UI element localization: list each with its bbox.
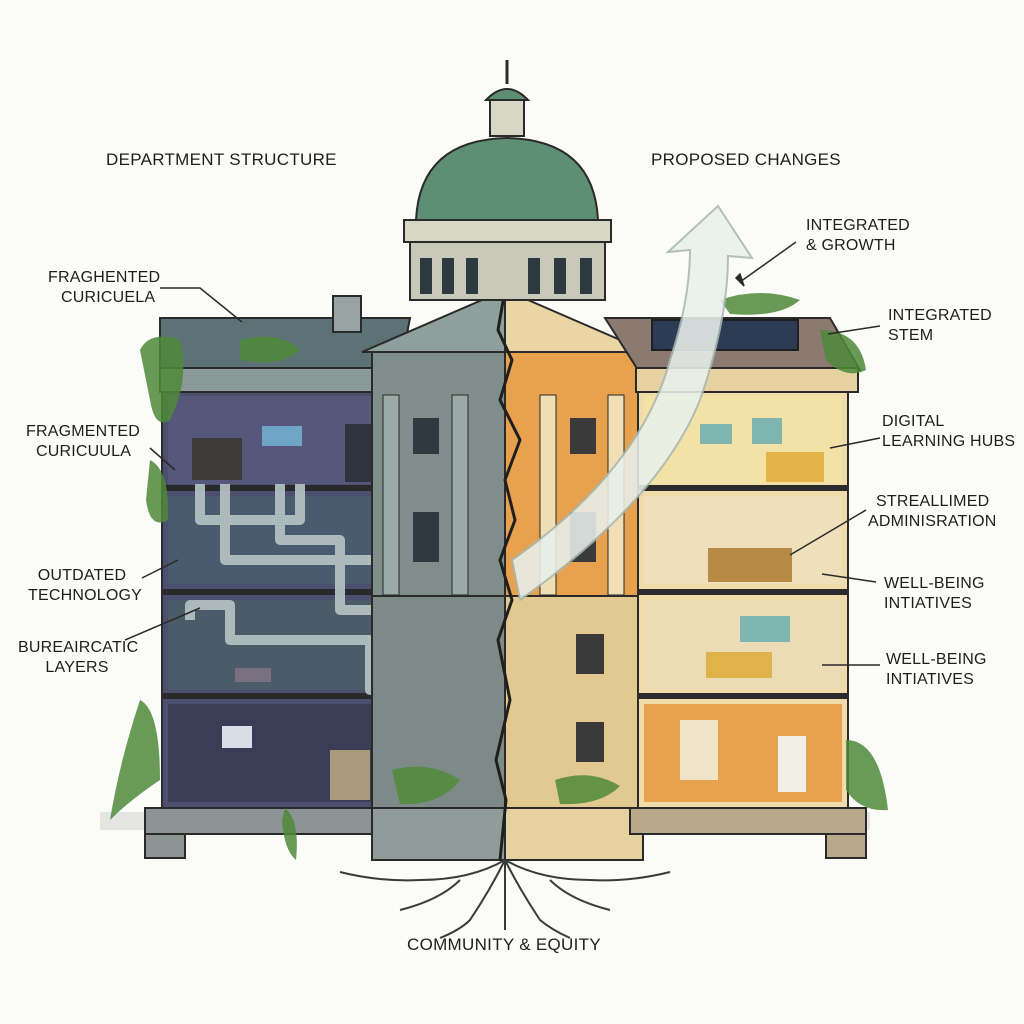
lantern-cap xyxy=(483,88,531,101)
label-line: DIGITAL xyxy=(882,413,945,430)
old-wing-cornice xyxy=(159,367,381,393)
label-line: & GROWTH xyxy=(806,237,896,254)
label-line: CURICUELA xyxy=(61,289,156,306)
label-wellbeing-initiatives-1: WELL-BEING INTIATIVES xyxy=(884,574,985,614)
old-base xyxy=(144,807,386,835)
new-fridge xyxy=(778,736,806,792)
label-line: WELL-BEING xyxy=(886,651,987,668)
new-counter xyxy=(766,452,824,482)
old-foot xyxy=(144,833,186,859)
old-chimney xyxy=(332,295,362,333)
dome-cupola xyxy=(414,136,600,221)
old-center-window-2 xyxy=(413,512,439,562)
solar-panels xyxy=(651,319,799,351)
new-center-base xyxy=(504,807,644,861)
label-line: FRAGHENTED xyxy=(48,269,161,286)
label-line: TECHNOLOGY xyxy=(28,587,143,604)
leader-wellbeing-1 xyxy=(821,573,877,583)
leader-digital xyxy=(829,437,881,449)
old-cabinets xyxy=(330,750,370,800)
old-bookshelf xyxy=(192,438,242,480)
leader-growth xyxy=(739,241,797,283)
new-center-window-1 xyxy=(570,418,596,454)
leader-frag xyxy=(149,447,176,471)
new-desk-2 xyxy=(708,548,792,582)
old-screen xyxy=(262,426,302,446)
label-line: LAYERS xyxy=(45,659,109,676)
heading-department-structure: DEPARTMENT STRUCTURE xyxy=(106,150,337,169)
new-center-window-4 xyxy=(576,722,604,762)
label-digital-learning-hubs: DIGITAL LEARNING HUBS xyxy=(882,412,1015,452)
label-line: INTEGRATED xyxy=(806,217,910,234)
label-integrated-stem: INTEGRATED STEM xyxy=(888,306,992,346)
leader-stem xyxy=(827,325,881,335)
leader-outdated xyxy=(141,559,179,579)
old-column-1 xyxy=(382,394,400,596)
new-floor-4 xyxy=(644,704,842,802)
leader-fragh xyxy=(160,287,243,323)
label-line: FRAGMENTED xyxy=(26,423,140,440)
label-line: OUTDATED xyxy=(37,567,127,584)
label-line: INTIATIVES xyxy=(884,595,972,612)
label-line: WELL-BEING xyxy=(884,575,985,592)
center-portico xyxy=(361,288,649,861)
label-line: INTIATIVES xyxy=(886,671,974,688)
label-outdated-technology: OUTDATED TECHNOLOGY xyxy=(28,566,143,606)
new-screen-2 xyxy=(752,418,782,444)
leader-bureau xyxy=(124,607,201,641)
new-screen-1 xyxy=(700,424,732,444)
label-line: CURICUULA xyxy=(36,443,132,460)
new-screen-3 xyxy=(740,616,790,642)
label-line: INTEGRATED xyxy=(888,307,992,324)
new-center-window-3 xyxy=(576,634,604,674)
old-center-base xyxy=(371,807,511,861)
new-sofa xyxy=(706,652,772,678)
dome xyxy=(403,60,612,301)
label-line: STREALLIMED xyxy=(876,493,990,510)
label-line: BUREAIRCATIC xyxy=(18,639,139,656)
label-line: STEM xyxy=(888,327,934,344)
old-center-window-1 xyxy=(413,418,439,454)
label-line: ADMINISRATION xyxy=(868,513,997,530)
new-door-orange xyxy=(680,720,718,780)
label-streamlined-administration: STREALLIMED ADMINISRATION xyxy=(868,492,997,532)
drum-windows xyxy=(420,258,592,294)
label-bureaucratic-layers: BUREAIRCATIC LAYERS xyxy=(18,638,139,678)
growth-arrow xyxy=(510,204,754,602)
old-wing xyxy=(144,295,460,859)
dome-drum xyxy=(409,239,606,301)
new-base xyxy=(629,807,867,835)
label-fraghented-curicuela: FRAGHENTED CURICUELA xyxy=(48,268,160,308)
label-wellbeing-initiatives-2: WELL-BEING INTIATIVES xyxy=(886,650,987,690)
new-foot xyxy=(825,833,867,859)
old-desk-1 xyxy=(235,668,271,682)
new-wing xyxy=(603,317,867,859)
label-integrated-growth: INTEGRATED & GROWTH xyxy=(806,216,910,256)
leader-stream xyxy=(789,509,867,556)
leader-lines xyxy=(124,241,881,666)
lantern xyxy=(489,99,525,137)
split-line xyxy=(494,289,522,861)
roots xyxy=(339,859,671,939)
label-fragmented-curicuula: FRAGMENTED CURICUULA xyxy=(26,422,140,462)
dome-drum-band xyxy=(403,219,612,243)
heading-community-equity: COMMUNITY & EQUITY xyxy=(407,935,601,954)
heading-proposed-changes: PROPOSED CHANGES xyxy=(651,150,841,169)
label-line: LEARNING HUBS xyxy=(882,433,1016,450)
old-map xyxy=(222,726,252,748)
old-column-2 xyxy=(451,394,469,596)
old-door xyxy=(345,424,371,482)
ivy xyxy=(110,293,888,860)
